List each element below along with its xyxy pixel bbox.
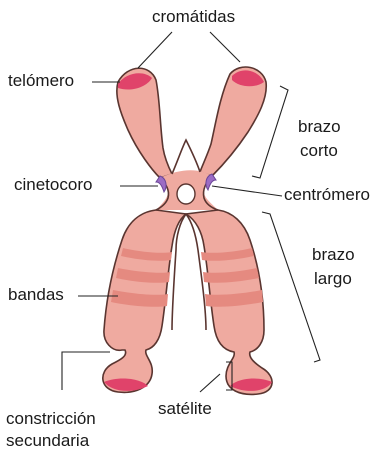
label-brazo-corto-line2: corto	[300, 142, 338, 161]
label-constriccion-line1: constricción	[6, 410, 96, 429]
leader-constriccion	[62, 352, 110, 390]
label-bandas: bandas	[8, 286, 64, 305]
label-telomero: telómero	[8, 72, 74, 91]
leader-satelite	[200, 374, 220, 392]
leader-cromatidas-left	[138, 32, 172, 68]
label-brazo-largo-line1: brazo	[312, 246, 355, 265]
label-satelite: satélite	[158, 400, 212, 419]
label-cromatidas: cromátidas	[152, 8, 235, 27]
label-brazo-corto-line1: brazo	[298, 118, 341, 137]
bracket-brazo-largo	[262, 212, 320, 362]
upper-gap-outline	[172, 140, 200, 174]
label-constriccion-line2: secundaria	[6, 432, 89, 451]
centromere-hole	[177, 184, 195, 204]
leader-centromero	[212, 186, 282, 196]
label-centromero: centrómero	[284, 186, 370, 205]
label-brazo-largo-line2: largo	[314, 270, 352, 289]
label-cinetocoro: cinetocoro	[14, 176, 92, 195]
leader-cromatidas-right	[210, 32, 240, 62]
